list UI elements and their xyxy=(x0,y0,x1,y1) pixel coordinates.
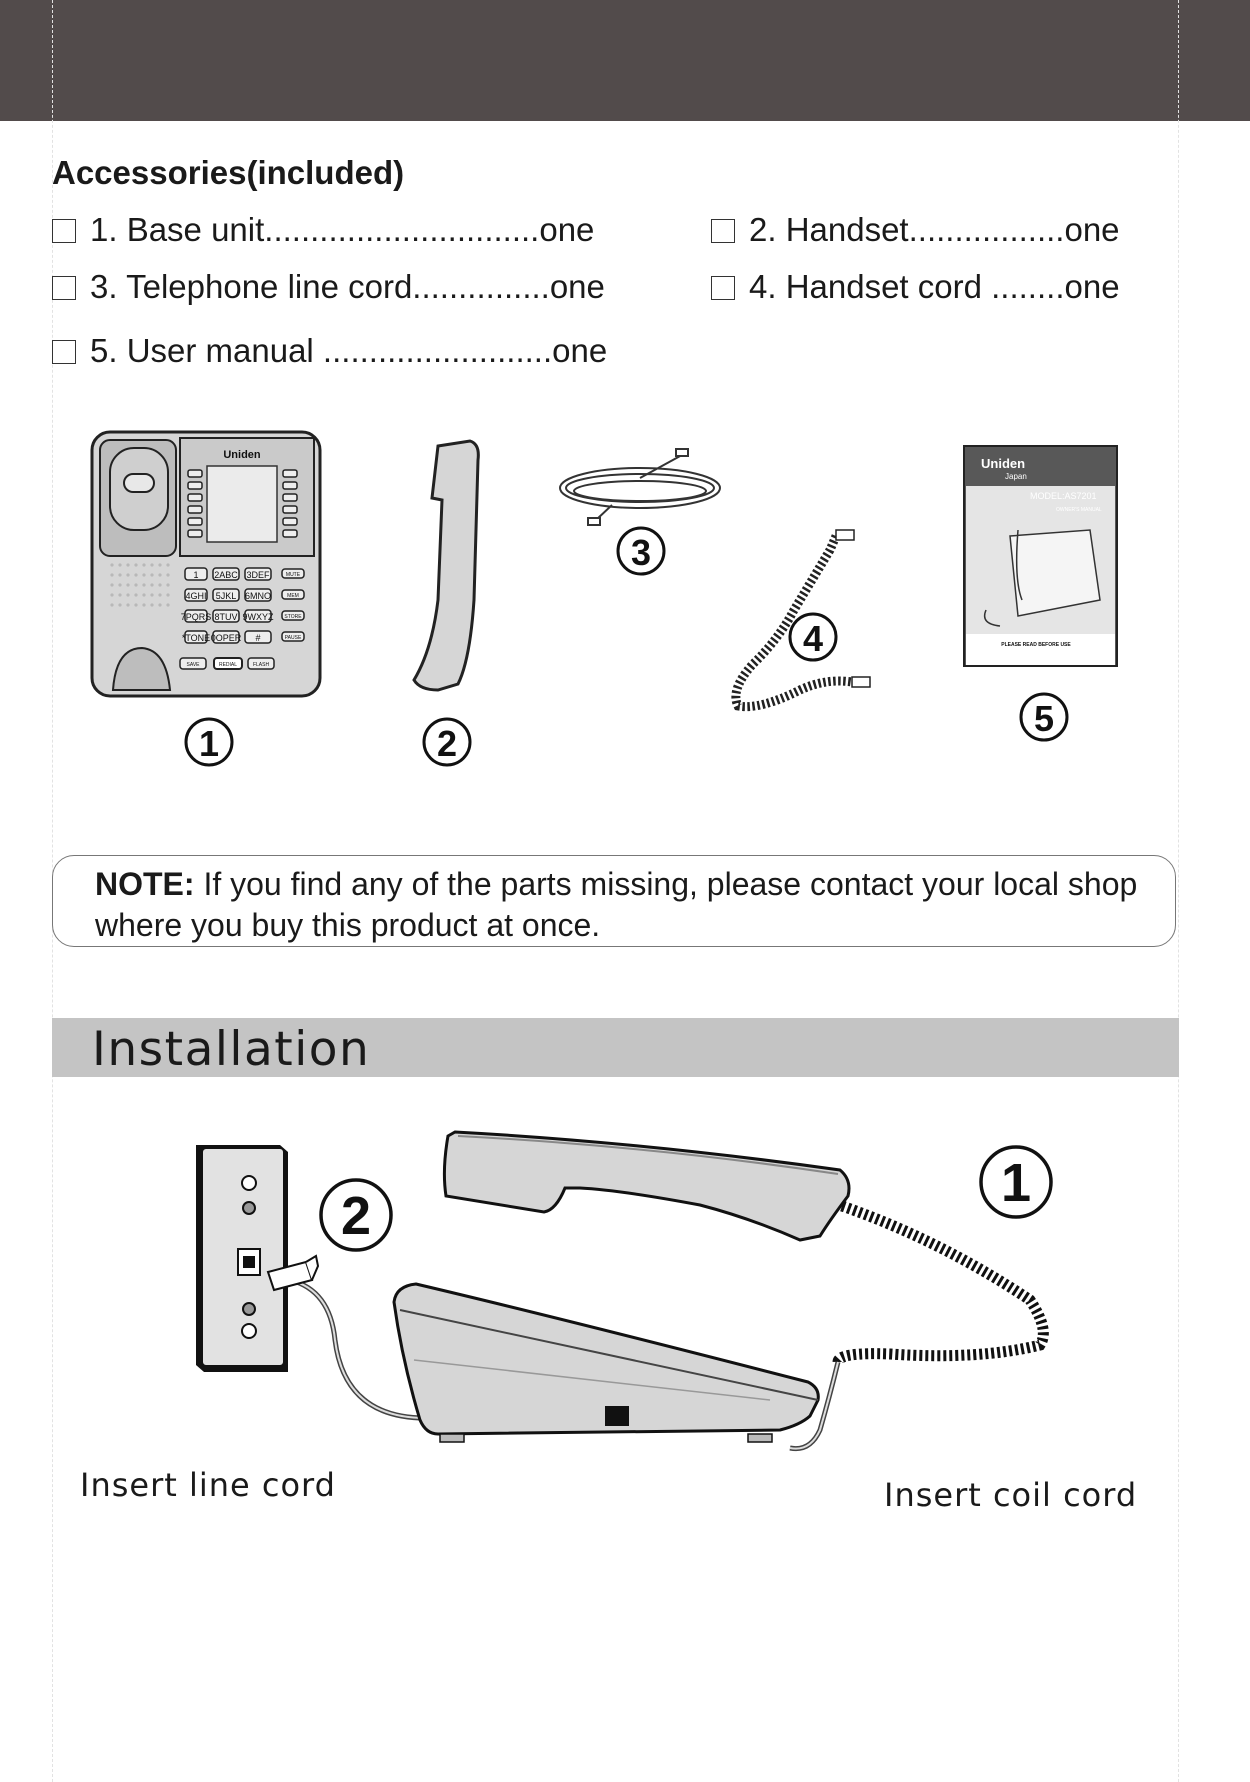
key-label: 0OPER xyxy=(211,633,242,643)
side-key-label: MUTE xyxy=(286,572,301,578)
handset-illustration xyxy=(442,1130,851,1242)
checkbox[interactable] xyxy=(711,219,735,243)
manual-subtitle: Japan xyxy=(1005,472,1027,481)
accessory-label: 5. User manual .........................… xyxy=(90,332,608,369)
accessories-title: Accessories(included) xyxy=(52,154,405,191)
side-key-label: STORE xyxy=(284,614,302,620)
right-guide-line xyxy=(1178,0,1179,1782)
accessory-label: 3. Telephone line cord...............one xyxy=(90,268,605,305)
header-bar xyxy=(0,0,1250,121)
callout-number: 2 xyxy=(437,723,457,764)
accessory-item-handset[interactable]: 2. Handset.................one xyxy=(711,210,1120,250)
callout-number: 1 xyxy=(199,723,219,764)
coil-cord xyxy=(832,1200,1049,1364)
checkbox[interactable] xyxy=(52,219,76,243)
line-cord-illustration xyxy=(559,448,721,526)
step-callout-circle xyxy=(319,1178,393,1252)
accessory-item-line-cord[interactable]: 3. Telephone line cord...............one xyxy=(52,267,605,307)
accessory-item-base-unit[interactable]: 1. Base unit............................… xyxy=(52,210,594,250)
coil-cord-tail xyxy=(789,1361,839,1450)
bottom-key-label: FLASH xyxy=(253,662,270,668)
note-label: NOTE: xyxy=(95,866,195,902)
handset-edge xyxy=(457,1135,839,1175)
key-label: # xyxy=(255,633,260,643)
callout-circle xyxy=(422,717,472,767)
caption-insert-coil-cord: Insert coil cord xyxy=(884,1476,1138,1514)
step-number: 2 xyxy=(341,1186,371,1246)
accessory-label: 2. Handset.................one xyxy=(749,211,1120,248)
manual-caption: OWNER'S MANUAL xyxy=(1056,507,1102,513)
key-label: 6MNO xyxy=(245,591,271,601)
callout-circle xyxy=(1019,692,1069,742)
key-label: 8TUV xyxy=(214,612,237,622)
accessory-label: 4. Handset cord ........one xyxy=(749,268,1120,305)
bottom-key-label: SAVE xyxy=(187,662,201,668)
key-label: 3DEF xyxy=(246,570,270,580)
note-text: NOTE: If you find any of the parts missi… xyxy=(95,864,1155,946)
callout-circle xyxy=(184,717,234,767)
accessory-item-user-manual[interactable]: 5. User manual .........................… xyxy=(52,331,607,371)
step-number: 1 xyxy=(1001,1153,1031,1213)
caption-insert-line-cord: Insert line cord xyxy=(80,1466,336,1504)
key-label: 9WXYZ xyxy=(242,612,274,622)
key-label: 5JKL xyxy=(216,591,237,601)
coil-cord-illustration xyxy=(731,534,853,712)
side-key-label: PAUSE xyxy=(285,635,302,641)
callout-number: 5 xyxy=(1034,698,1054,739)
line-cord xyxy=(289,1279,431,1420)
side-key-label: MEM xyxy=(287,593,299,599)
manual-footer: PLEASE READ BEFORE USE xyxy=(1001,642,1071,648)
callout-number: 4 xyxy=(803,618,823,659)
key-label: 2ABC xyxy=(214,570,238,580)
callout-number: 3 xyxy=(631,532,651,573)
checkbox[interactable] xyxy=(711,276,735,300)
manual-model: MODEL:AS7201 xyxy=(1030,491,1097,501)
accessories-illustration: Uniden 1 2ABC 3DEF 4GHI 5JKL 6MNO 7PQRS … xyxy=(90,430,1118,767)
bottom-key-label: REDIAL xyxy=(219,662,237,668)
base-unit-illustration xyxy=(392,1282,820,1443)
callout-circle xyxy=(788,612,838,662)
user-manual-illustration: Uniden Japan MODEL:AS7201 OWNER'S MANUAL… xyxy=(963,445,1118,667)
installation-section-bar: Installation xyxy=(52,1018,1179,1077)
wall-plate-illustration xyxy=(196,1145,288,1372)
handset-illustration xyxy=(412,439,480,692)
base-unit-illustration: Uniden 1 2ABC 3DEF 4GHI 5JKL 6MNO 7PQRS … xyxy=(90,430,322,698)
callout-circle xyxy=(616,526,666,576)
line-cord-plug xyxy=(305,1254,320,1281)
key-label: 4GHI xyxy=(185,591,206,601)
coil-cord-plug xyxy=(835,529,855,541)
key-label: 1 xyxy=(193,570,198,580)
key-label: *TONE xyxy=(182,633,210,643)
checkbox[interactable] xyxy=(52,340,76,364)
step-callout-circle xyxy=(979,1145,1053,1219)
accessory-label: 1. Base unit............................… xyxy=(90,211,595,248)
accessory-item-handset-cord[interactable]: 4. Handset cord ........one xyxy=(711,267,1120,307)
note-box: NOTE: If you find any of the parts missi… xyxy=(52,855,1176,947)
coil-cord-plug xyxy=(851,676,871,688)
phone-brand-text: Uniden xyxy=(223,449,261,461)
checkbox[interactable] xyxy=(52,276,76,300)
installation-title: Installation xyxy=(92,1022,371,1077)
note-body: If you find any of the parts missing, pl… xyxy=(95,866,1138,943)
key-label: 7PQRS xyxy=(181,612,212,622)
manual-brand: Uniden xyxy=(981,456,1025,471)
